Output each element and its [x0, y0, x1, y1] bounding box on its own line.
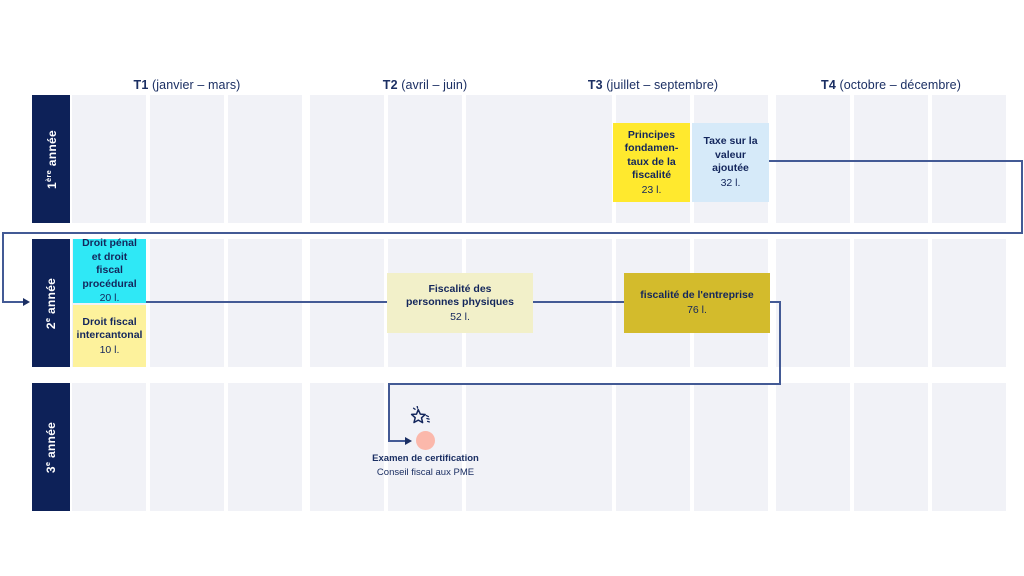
connector-tva-into-year2	[2, 301, 24, 303]
milestone-title: Examen de certification	[372, 453, 479, 464]
course-card-lessons: 20 l.	[99, 292, 120, 304]
course-card-lessons: 32 l.	[720, 176, 741, 189]
quarter-range: (octobre – décembre)	[839, 78, 961, 92]
star-sparkle-icon	[408, 405, 434, 432]
course-card-lessons: 23 l.	[641, 183, 662, 196]
quarter-code: T1	[133, 78, 149, 92]
connector-entreprise-into-milestone	[388, 440, 406, 442]
grid-cell-y2-q1-3	[228, 239, 302, 367]
grid-cell-y2-q2-1	[310, 239, 384, 367]
grid-cell-y3-q2-1	[310, 383, 384, 511]
milestone-dot	[416, 431, 435, 450]
course-card-lessons: 76 l.	[687, 303, 707, 316]
quarter-code: T3	[587, 78, 603, 92]
grid-cell-y2-q4-1	[776, 239, 850, 367]
connector-droitpenal-to-personnes	[146, 301, 387, 303]
grid-cell-y1-q2-3	[466, 95, 540, 223]
year-tab-1-label: 1ère année	[43, 129, 59, 189]
quarter-range: (juillet – septembre)	[606, 78, 719, 92]
connector-entreprise-left	[388, 383, 781, 385]
grid-cell-y1-q4-3	[932, 95, 1006, 223]
course-card-lessons: 10 l.	[99, 343, 120, 356]
grid-cell-y2-q1-2	[150, 239, 224, 367]
quarter-code: T4	[821, 78, 836, 92]
grid-cell-y2-q3-1	[538, 239, 612, 367]
year-tab-3: 3e année	[32, 383, 70, 511]
grid-cell-y3-q4-3	[932, 383, 1006, 511]
connector-tva-down	[1021, 160, 1023, 234]
year-tab-1: 1ère année	[32, 95, 70, 223]
connector-entreprise-right	[770, 301, 781, 303]
connector-tva-arrowhead	[23, 297, 30, 306]
connector-entreprise-down	[779, 301, 781, 385]
grid-cell-y1-q2-1	[310, 95, 384, 223]
grid-cell-y3-q1-1	[72, 383, 146, 511]
grid-cell-y3-q4-2	[854, 383, 928, 511]
grid-cell-y1-q4-1	[776, 95, 850, 223]
quarter-range: (janvier – mars)	[152, 78, 241, 92]
quarter-header-t1: T1 (janvier – mars)	[72, 76, 302, 94]
year-tab-3-label: 3e année	[43, 421, 59, 473]
course-card-title: fiscalité de l'entreprise	[640, 289, 754, 302]
grid-cell-y3-q3-3	[694, 383, 768, 511]
grid-cell-y2-q4-2	[854, 239, 928, 367]
grid-cell-y1-q1-1	[72, 95, 146, 223]
connector-personnes-to-entreprise	[533, 301, 624, 303]
quarter-header-t3: T3 (juillet – septembre)	[538, 76, 768, 94]
connector-entreprise-drop	[388, 383, 390, 441]
connector-tva-right	[769, 160, 1023, 162]
grid-cell-y3-q4-1	[776, 383, 850, 511]
grid-cell-y1-q1-2	[150, 95, 224, 223]
year-tab-2: 2e année	[32, 239, 70, 367]
grid-cell-y3-q3-1	[538, 383, 612, 511]
connector-tva-drop	[2, 232, 4, 303]
milestone-subtitle: Conseil fiscal aux PME	[376, 467, 475, 478]
quarter-range: (avril – juin)	[401, 78, 468, 92]
grid-cell-y3-q1-3	[228, 383, 302, 511]
grid-cell-y2-q4-3	[932, 239, 1006, 367]
connector-tva-back-left	[2, 232, 1023, 234]
grid-cell-y1-q2-2	[388, 95, 462, 223]
course-card-lessons: 52 l.	[450, 310, 470, 323]
grid-cell-y1-q3-1	[538, 95, 612, 223]
grid-cell-y1-q1-3	[228, 95, 302, 223]
year-tab-2-label: 2e année	[43, 277, 59, 329]
milestone-label: Examen de certification Conseil fiscal a…	[348, 452, 503, 480]
connector-milestone-arrowhead	[405, 436, 412, 445]
quarter-header-t2: T2 (avril – juin)	[310, 76, 540, 94]
quarter-header-t4: T4 (octobre – décembre)	[776, 76, 1006, 94]
grid-cell-y3-q2-3	[466, 383, 540, 511]
grid-cell-y3-q3-2	[616, 383, 690, 511]
quarter-code: T2	[382, 78, 398, 92]
grid-cell-y3-q1-2	[150, 383, 224, 511]
grid-cell-y1-q4-2	[854, 95, 928, 223]
